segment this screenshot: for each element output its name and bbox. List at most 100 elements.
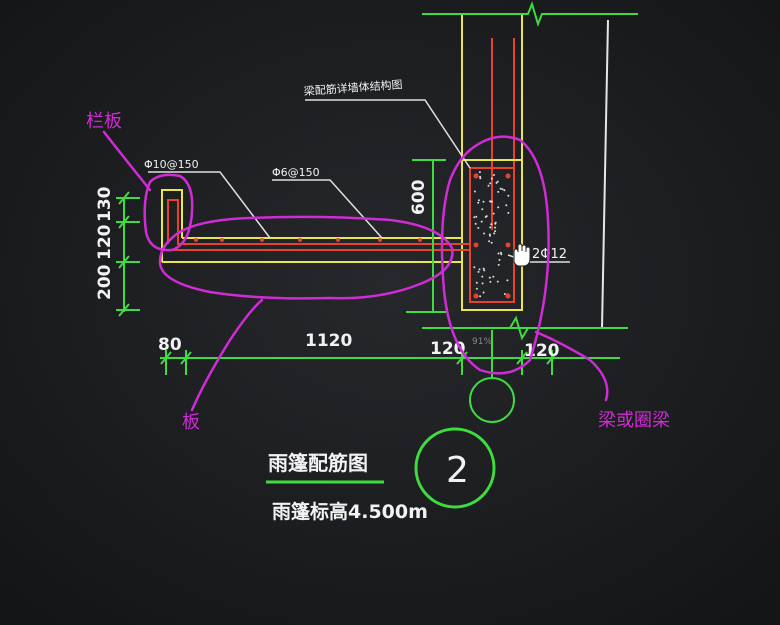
stipple-dot — [488, 276, 491, 279]
stipple-dot — [477, 201, 480, 204]
break-line-top — [422, 0, 638, 28]
slab-outline — [161, 189, 462, 263]
stipple-dot — [490, 177, 493, 180]
stipple-dot — [478, 268, 481, 271]
slab-pointer — [190, 298, 264, 412]
beam-stipple — [473, 171, 510, 298]
stipple-dot — [493, 174, 495, 176]
stipple-dot — [499, 187, 502, 190]
stipple-dot — [496, 180, 499, 183]
stipple-dot — [499, 251, 502, 254]
axis-bubble — [469, 377, 515, 423]
beam-pointer — [534, 330, 609, 402]
stipple-dot — [484, 216, 487, 218]
stipple-dot — [497, 206, 500, 209]
stipple-dot — [477, 270, 480, 273]
annotation-marks — [102, 130, 609, 412]
parapet-circle — [143, 173, 194, 252]
stipple-dot — [490, 241, 493, 244]
section-title: 雨篷配筋图 — [268, 451, 368, 475]
stipple-dot — [496, 280, 499, 283]
stipple-dot — [493, 232, 496, 235]
dim-left-200: 200 — [95, 264, 115, 300]
stipple-dot — [494, 230, 497, 233]
stipple-dot — [482, 291, 485, 294]
stipple-dot — [507, 194, 510, 197]
rebar-label-2: Φ6@150 — [272, 166, 320, 179]
stipple-dot — [482, 200, 485, 203]
stipple-dot — [501, 188, 504, 191]
stipple-dot — [489, 182, 492, 185]
leader-lines — [148, 99, 570, 263]
slab-ellipse — [158, 215, 454, 300]
stipple-dot — [475, 287, 478, 290]
stipple-dot — [483, 232, 486, 235]
dim-beam-600: 600 — [409, 179, 429, 215]
stipple-dot — [487, 184, 490, 187]
stipple-dot — [474, 222, 477, 225]
rebar-label-1: Φ10@150 — [144, 158, 199, 171]
stipple-dot — [503, 189, 506, 192]
beam-ellipse — [440, 135, 550, 375]
stipple-dot — [495, 181, 498, 184]
stipple-dot — [488, 240, 491, 243]
section-elevation: 雨篷标高4.500m — [272, 500, 428, 523]
break-line-bottom — [509, 315, 529, 341]
stipple-dot — [490, 223, 493, 226]
stipple-dot — [479, 175, 482, 178]
stipple-dot — [494, 221, 497, 224]
wall-face-line — [601, 19, 609, 329]
stipple-dot — [489, 200, 492, 203]
callout-top-label: 梁配筋详墙体结构图 — [303, 77, 403, 98]
dim-bottom-80: 80 — [158, 335, 182, 355]
stipple-dot — [482, 267, 485, 270]
parapet-pointer — [102, 130, 152, 192]
stipple-dot — [488, 233, 491, 236]
beam-rebar-dots — [473, 173, 511, 299]
stipple-dot — [489, 226, 492, 229]
stipple-dot — [498, 258, 501, 261]
stipple-dot — [497, 190, 500, 193]
stipple-dot — [473, 216, 476, 219]
stipple-dot — [507, 211, 510, 214]
dim-bottom-1120: 1120 — [305, 331, 352, 351]
stipple-dot — [489, 280, 492, 283]
stipple-dot — [497, 252, 500, 255]
dim-left-130: 130 — [95, 186, 115, 222]
annotation-parapet: 栏板 — [86, 111, 122, 132]
stipple-dot — [506, 279, 509, 282]
dim-left-120: 120 — [95, 224, 115, 260]
annotation-slab: 板 — [182, 412, 200, 433]
stipple-dot — [475, 281, 478, 284]
stipple-dot — [479, 177, 482, 180]
dimension-ticks — [118, 191, 558, 365]
stipple-dot — [492, 212, 495, 215]
stipple-dot — [479, 295, 482, 298]
zoom-readout: 91% — [472, 337, 492, 347]
stipple-dot — [481, 208, 484, 211]
stipple-dot — [473, 266, 476, 269]
stipple-dot — [477, 227, 480, 229]
stipple-dot — [492, 275, 495, 278]
slab-rebar — [167, 199, 470, 251]
beam-section — [461, 159, 523, 311]
dimension-lines — [116, 159, 628, 378]
hand-cursor-icon — [513, 243, 531, 267]
stipple-dot — [497, 263, 500, 266]
stipple-dot — [481, 282, 484, 285]
stipple-dot — [477, 199, 480, 202]
section-number: 2 — [446, 450, 469, 491]
section-number-circle — [414, 427, 496, 509]
stipple-dot — [478, 171, 481, 174]
stipple-dot — [494, 226, 497, 229]
stipple-dot — [475, 215, 478, 218]
stipple-dot — [483, 269, 486, 272]
stipple-dot — [503, 293, 506, 295]
slab-rebar-dots — [194, 238, 422, 242]
stipple-dot — [481, 275, 484, 278]
stipple-dot — [480, 220, 483, 223]
stipple-dot — [473, 190, 476, 193]
stipple-dot — [505, 204, 508, 207]
